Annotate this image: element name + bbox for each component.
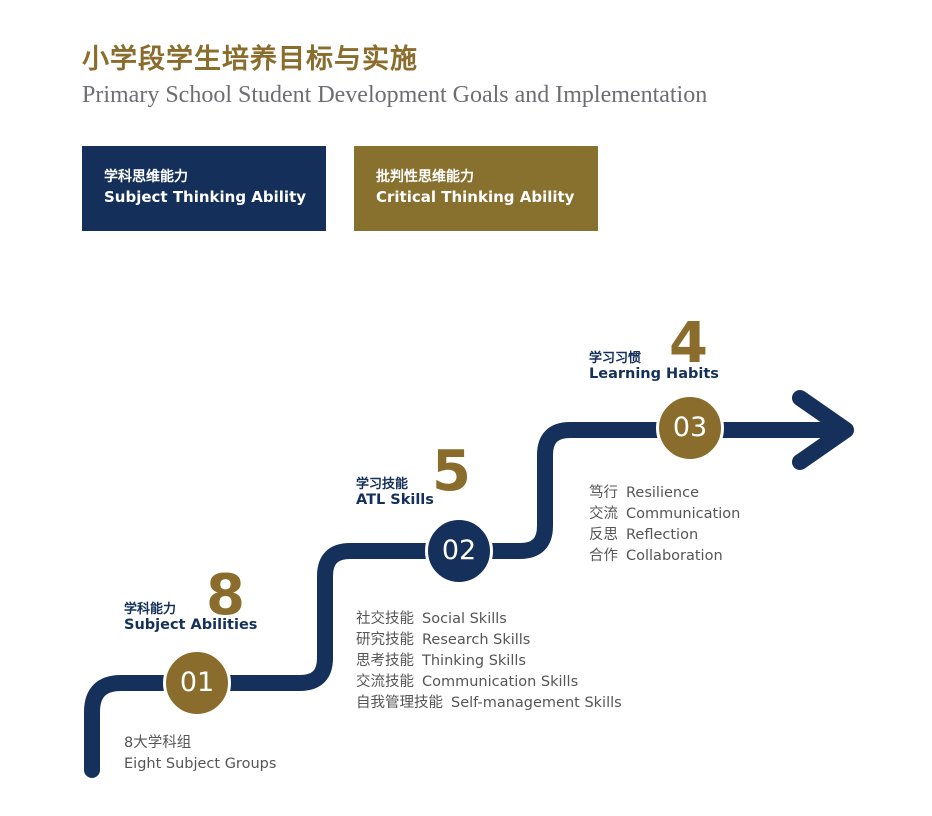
milestone-label-cn: 学科能力: [124, 602, 177, 617]
milestone-atl-skills: 学习技能 ATL Skills: [356, 473, 434, 508]
box-label-en: Subject Thinking Ability: [104, 188, 307, 206]
milestone-count: 4: [669, 311, 708, 376]
step-circle-01: 01: [163, 649, 231, 717]
milestone-label-en: Subject Abilities: [124, 617, 258, 633]
step-circle-03: 03: [656, 394, 724, 462]
box-label-en: Critical Thinking Ability: [376, 188, 575, 206]
item-en: Eight Subject Groups: [124, 756, 277, 772]
milestone-label-cn: 学习习惯: [589, 351, 642, 366]
critical-thinking-box: 批判性思维能力 Critical Thinking Ability: [354, 146, 598, 231]
page-title-cn: 小学段学生培养目标与实施: [82, 44, 418, 75]
subject-thinking-box: 学科思维能力 Subject Thinking Ability: [82, 146, 326, 231]
milestone-items: 8大学科组 Eight Subject Groups: [124, 733, 276, 775]
step-circle-02: 02: [425, 517, 493, 585]
arrow-head-icon: [792, 390, 854, 470]
box-label-cn: 学科思维能力: [104, 169, 188, 185]
milestone-learning-habits: 学习习惯 Learning Habits: [589, 347, 719, 382]
box-label-cn: 批判性思维能力: [376, 169, 474, 185]
item-cn: 8大学科组: [124, 735, 192, 751]
milestone-count: 8: [206, 563, 245, 628]
milestone-count: 5: [432, 439, 471, 504]
milestone-label-en: Learning Habits: [589, 366, 719, 382]
milestone-label-cn: 学习技能: [356, 477, 409, 492]
milestone-label-en: ATL Skills: [356, 492, 434, 508]
milestone-subject-abilities: 学科能力 Subject Abilities: [124, 598, 257, 633]
page-title-en: Primary School Student Development Goals…: [82, 82, 708, 108]
